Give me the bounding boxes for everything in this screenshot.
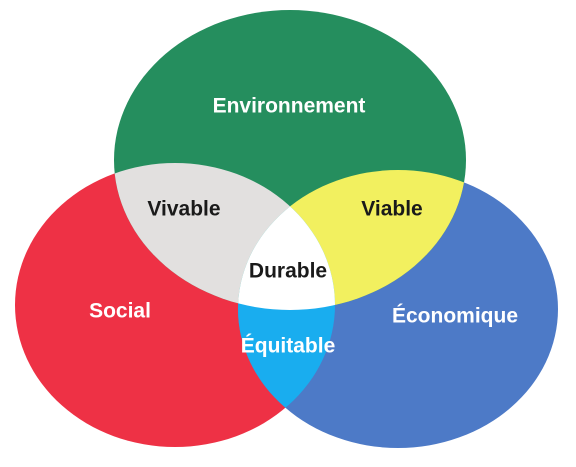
label-environment: Environnement [213, 95, 366, 118]
label-durable: Durable [249, 260, 327, 283]
label-viable: Viable [361, 198, 422, 221]
label-social: Social [89, 300, 151, 323]
label-equitable: Équitable [241, 335, 336, 358]
label-economic: Économique [392, 305, 518, 328]
label-vivable: Vivable [147, 198, 220, 221]
